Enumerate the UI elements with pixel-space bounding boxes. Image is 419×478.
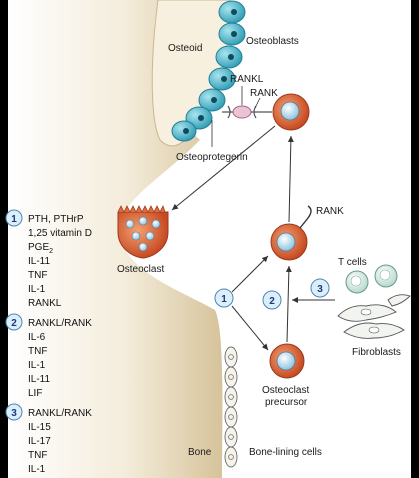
pathway-badge-3: 3 [310, 278, 330, 298]
factor-group-1: 1 PTH, PTHrP 1,25 vitamin D PGE2 IL-11 T… [5, 209, 92, 309]
group2-item: IL-6 [28, 332, 46, 343]
group2-item: RANKL/RANK [28, 318, 92, 329]
bone-lining-cells [224, 346, 238, 468]
label-osteoblasts: Osteoblasts [246, 36, 299, 47]
group-badge-2-text: 2 [11, 318, 17, 329]
pathway-arrows [171, 125, 335, 351]
label-osteoprotegerin: Osteoprotegerin [176, 152, 248, 163]
rank-expressing-cell [270, 205, 312, 261]
group2-item: TNF [28, 346, 47, 357]
group1-item: PTH, PTHrP [28, 214, 84, 225]
label-osteoid: Osteoid [168, 43, 202, 54]
svg-text:3: 3 [317, 284, 323, 295]
group1-item: TNF [28, 270, 47, 281]
group1-item: IL-11 [28, 256, 50, 267]
osteoclast-precursor-cell [269, 343, 305, 379]
rank-leader [254, 97, 261, 109]
pathway-badge-1: 1 [214, 288, 234, 308]
mature-cell-top [272, 93, 310, 131]
group3-item: IL-1 [28, 464, 46, 475]
label-t-cells: T cells [338, 257, 367, 268]
group3-item: RANKL/RANK [28, 408, 92, 419]
label-osteoclast: Osteoclast [117, 264, 164, 275]
group1-item: IL-1 [28, 284, 46, 295]
pathway-badge-2: 2 [262, 290, 282, 310]
label-fibroblasts: Fibroblasts [352, 347, 401, 358]
svg-text:1: 1 [221, 294, 227, 305]
label-precursor-line1: Osteoclast [262, 385, 309, 396]
group1-item-pge: PGE2 [28, 242, 53, 255]
factor-group-2: 2 RANKL/RANK IL-6 TNF IL-1 IL-11 LIF [5, 313, 92, 399]
group1-item: RANKL [28, 298, 62, 309]
factor-group-3: 3 RANKL/RANK IL-15 IL-17 TNF IL-1 [5, 403, 92, 475]
label-precursor-line2: precursor [265, 397, 308, 408]
group2-item: IL-11 [28, 374, 50, 385]
label-bone: Bone [188, 447, 212, 458]
group3-item: TNF [28, 450, 47, 461]
fibroblasts [337, 294, 411, 339]
osteoclast-cell [117, 204, 169, 259]
group3-item: IL-17 [28, 436, 51, 447]
label-rank-top: RANK [250, 88, 278, 99]
osteoblast-row [171, 0, 246, 142]
group3-item: IL-15 [28, 422, 51, 433]
group-badge-2 [5, 313, 23, 331]
group2-item: LIF [28, 388, 42, 399]
group-badge-3-text: 3 [11, 408, 17, 419]
group-badge-3 [5, 403, 23, 421]
label-rank-right: RANK [316, 206, 344, 217]
t-cells [345, 264, 398, 294]
label-rankl: RANKL [230, 74, 264, 85]
group1-item: 1,25 vitamin D [28, 228, 92, 239]
group2-item: IL-1 [28, 360, 46, 371]
group-badge-1 [5, 209, 23, 227]
label-bone-lining-cells: Bone-lining cells [249, 447, 322, 458]
svg-text:2: 2 [269, 296, 275, 307]
group-badge-1-text: 1 [11, 214, 17, 225]
